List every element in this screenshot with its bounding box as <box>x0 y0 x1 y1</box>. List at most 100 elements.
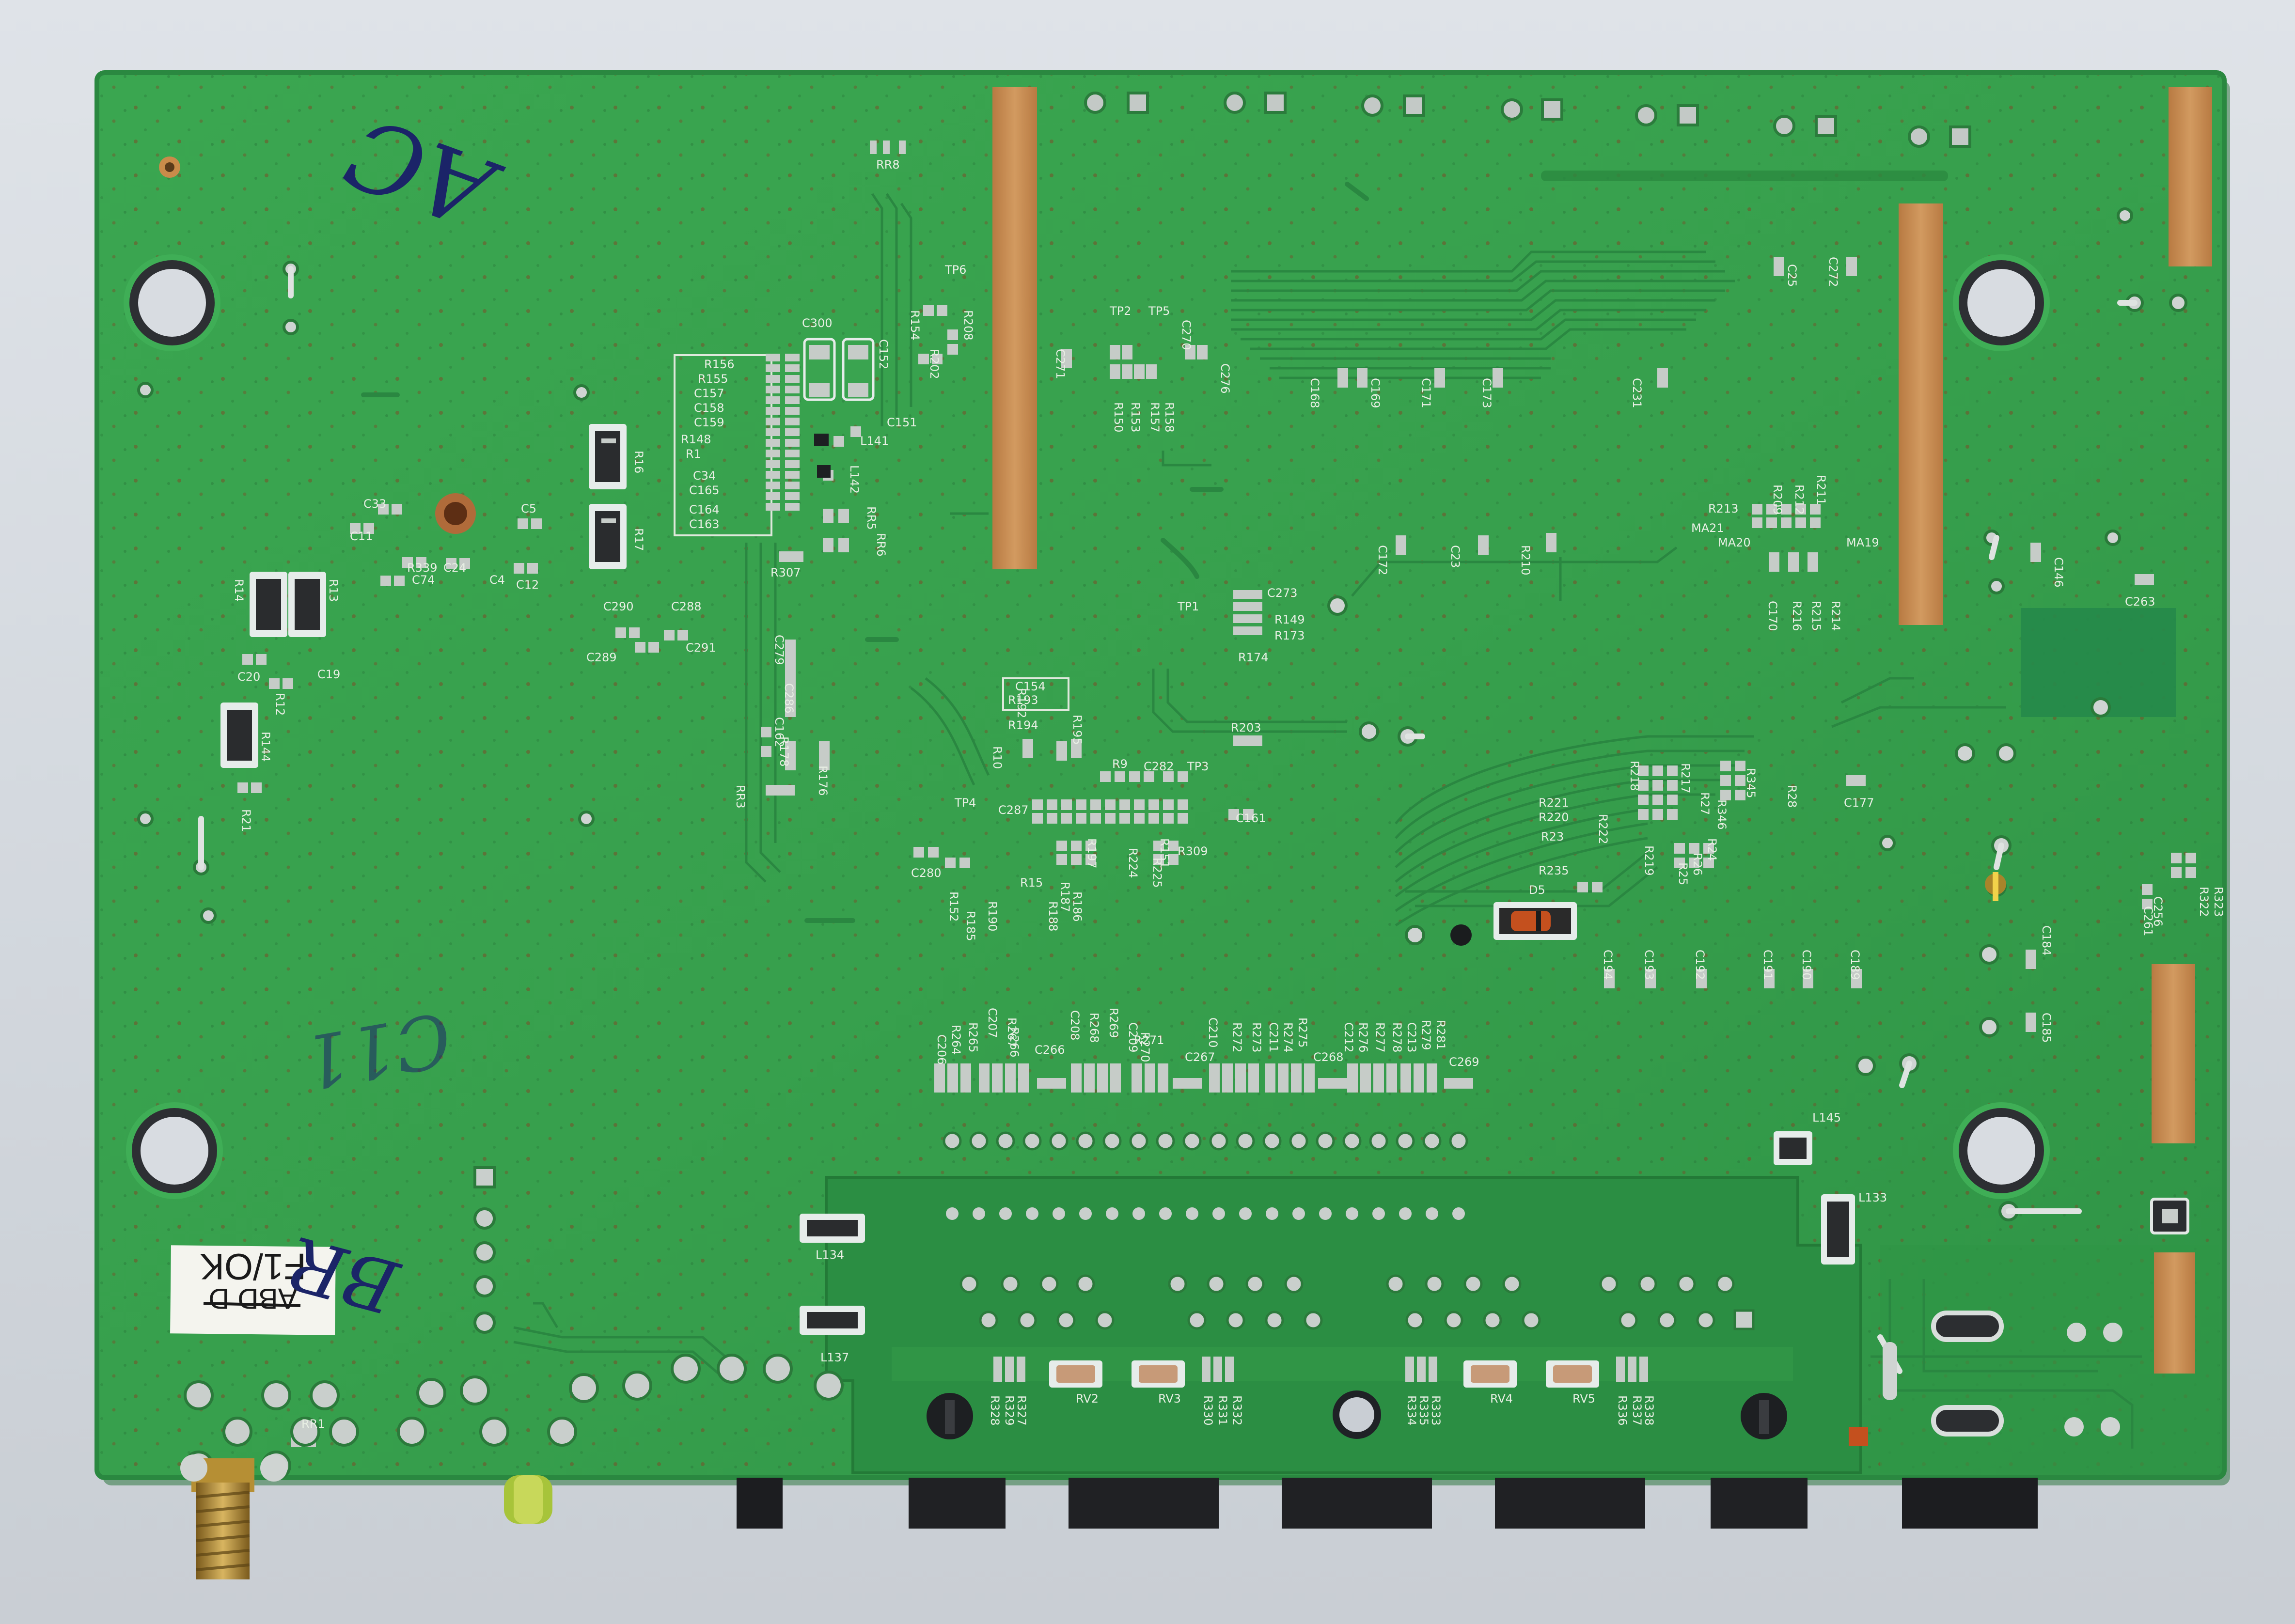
silk-label: C193 <box>1642 950 1656 980</box>
silk-label: C192 <box>1693 950 1707 980</box>
silk-label: RV4 <box>1490 1392 1513 1405</box>
silk-label: R16 <box>632 451 645 473</box>
silk-label: C210 <box>1206 1017 1220 1048</box>
silk-label: TP2 <box>1109 304 1131 318</box>
silk-label: C271 <box>1053 349 1067 379</box>
silk-label: R190 <box>986 901 999 931</box>
silk-label: C209 <box>1126 1022 1140 1053</box>
silk-label: R219 <box>1642 845 1656 875</box>
copper-strip <box>992 87 1037 569</box>
silk-label: R271 <box>1134 1033 1164 1047</box>
silk-label: R192 <box>1015 688 1028 718</box>
silk-label: R26 <box>1691 853 1704 875</box>
silk-label: R1 <box>686 447 701 461</box>
silk-label: L137 <box>820 1351 849 1364</box>
silk-label: L141 <box>860 434 889 448</box>
silk-label: R214 <box>1829 601 1842 631</box>
silk-label: R309 <box>1178 844 1208 858</box>
silk-label: R155 <box>698 372 728 386</box>
copper-strip <box>2154 1252 2195 1374</box>
silk-label: R144 <box>259 732 272 762</box>
silk-label: R345 <box>1744 768 1758 798</box>
silk-label: R224 <box>1126 848 1140 878</box>
silk-label: C207 <box>986 1008 999 1038</box>
silk-label: R9 <box>1112 757 1128 771</box>
silk-label: C273 <box>1267 586 1298 600</box>
silk-label: C173 <box>1480 378 1493 408</box>
silk-label: R208 <box>961 310 975 340</box>
varistor <box>1049 1360 1599 1388</box>
silk-label: R24 <box>1705 838 1719 861</box>
silk-label: RR6 <box>874 533 888 557</box>
silk-label: MA19 <box>1846 536 1879 549</box>
sticker-top-text: F1/OK <box>200 1246 306 1287</box>
silk-label: L145 <box>1812 1111 1841 1124</box>
silk-label: R151 <box>1158 838 1171 868</box>
silk-label: C34 <box>693 469 716 483</box>
silk-label: RR5 <box>865 506 878 530</box>
silk-label: C279 <box>772 635 786 665</box>
silk-label: R337 <box>1630 1395 1644 1425</box>
silk-label: R178 <box>777 736 791 766</box>
silk-label: C291 <box>686 641 716 655</box>
silk-label: C164 <box>689 503 720 516</box>
silk-label: R329 <box>1003 1395 1016 1425</box>
silk-label: C289 <box>586 651 617 664</box>
silk-label: R149 <box>1274 613 1305 626</box>
silk-label: C172 <box>1376 545 1389 576</box>
silk-label: R221 <box>1539 796 1569 810</box>
silk-label: C189 <box>1848 950 1862 980</box>
silk-label: C5 <box>521 502 536 515</box>
silk-label: C169 <box>1368 378 1382 408</box>
silk-label: R185 <box>964 911 977 941</box>
mounting-hole <box>124 254 220 351</box>
silk-label: R225 <box>1150 858 1164 888</box>
silk-label: R173 <box>1274 629 1305 642</box>
silk-label: R15 <box>1020 876 1043 890</box>
silk-label: R333 <box>1429 1395 1443 1425</box>
silk-label: R272 <box>1230 1022 1244 1052</box>
silk-label: C19 <box>317 668 340 681</box>
silk-label: R197 <box>1085 838 1099 868</box>
silk-label: TP1 <box>1177 600 1199 613</box>
silk-label: C161 <box>1236 812 1266 825</box>
sticker: F1/OK ABD D <box>170 1245 336 1335</box>
silk-label: C168 <box>1308 378 1321 408</box>
silk-label: C184 <box>2040 925 2053 956</box>
silk-label: R12 <box>273 693 287 716</box>
silk-label: R212 <box>1792 484 1806 515</box>
silk-label: C165 <box>689 484 720 497</box>
silk-label: R222 <box>1596 814 1610 844</box>
edge-connectors <box>504 1475 2038 1529</box>
silk-label: R21 <box>239 809 253 832</box>
silk-label: C33 <box>363 497 386 511</box>
silk-label: R188 <box>1046 901 1060 931</box>
silk-label: C11 <box>350 530 373 543</box>
silk-label: R335 <box>1417 1395 1430 1425</box>
silk-label: R332 <box>1230 1395 1244 1425</box>
silk-label: R334 <box>1405 1395 1418 1425</box>
silk-label: R153 <box>1129 402 1142 432</box>
silk-label: C24 <box>443 561 466 575</box>
silk-label: R276 <box>1356 1022 1370 1052</box>
silk-label: RR8 <box>876 158 900 172</box>
smd-components <box>220 141 2196 1447</box>
silk-label: R338 <box>1642 1395 1656 1425</box>
silk-label: R218 <box>1628 761 1641 791</box>
silk-label: R195 <box>1070 715 1084 745</box>
copper-strip <box>2152 964 2195 1143</box>
silk-label: R323 <box>2212 887 2225 917</box>
silk-label: R176 <box>816 765 830 796</box>
silk-label: C23 <box>1448 545 1462 568</box>
silk-label: R156 <box>704 358 734 371</box>
silk-label: C266 <box>1035 1043 1065 1057</box>
header-pins <box>943 1131 1468 1151</box>
silk-label: RV3 <box>1158 1392 1181 1405</box>
silk-label: R235 <box>1539 864 1569 877</box>
silk-label: C171 <box>1419 378 1433 408</box>
sticker-bottom-text: ABD D <box>208 1282 297 1315</box>
silk-label: R25 <box>1676 862 1690 885</box>
silk-label: MA21 <box>1691 521 1724 535</box>
